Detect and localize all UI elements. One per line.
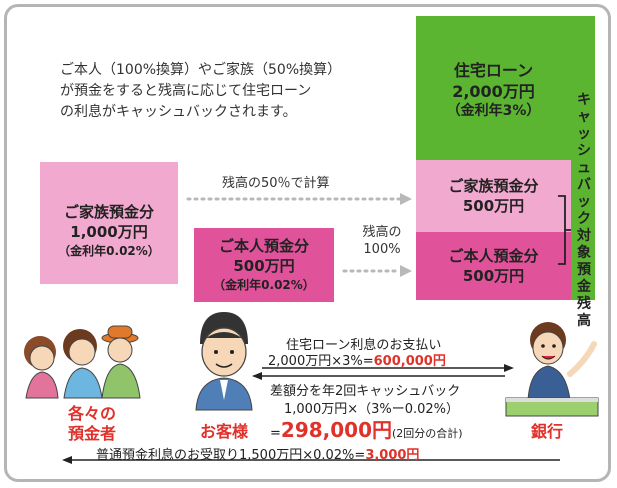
interest-line: 普通預金利息のお受取り1,500万円×0.02%=3,000円 [96,444,419,463]
depositors-label-line1: 各々の [67,404,116,423]
cashback-line3: =298,000円(2回分の合計) [270,414,463,443]
payment-line2: 2,000万円×3%=600,000円 [268,350,446,369]
own-deposit-amount: 500万円 [233,257,295,275]
bank-teller-illustration [505,322,599,417]
home-loan-box: 住宅ローン 2,000万円 （金利年3%） [416,16,571,160]
family-deposit-box: ご家族預金分 1,000万円 （金利年0.02%） [40,162,178,284]
own-deposit-rate: （金利年0.02%） [213,278,315,292]
stack-family-box: ご家族預金分 500万円 [416,160,571,232]
bracket [558,195,571,265]
cashback-arrow [258,368,510,376]
vchar: ッ [577,126,591,142]
calc-100-line2: 100% [363,242,401,257]
vchar: ク [577,211,591,227]
intro-line-2: が預金をすると残高に応じて住宅ローン [60,83,312,99]
interest-arrowhead [62,456,72,464]
stack-family-title: ご家族預金分 [448,177,539,195]
calc-50-label: 残高の50％で計算 [222,176,330,191]
cashback-note: (2回分の合計) [392,427,463,440]
vchar: 金 [577,279,591,295]
cashback-target-label: キ ャ ッ シ ュ バ ッ ク 対 象 預 金 残 高 [573,92,595,330]
calc-100-line1: 残高の [362,225,402,240]
family-deposit-title: ご家族預金分 [63,203,154,221]
payment-value: 600,000円 [373,354,446,369]
loan-title: 住宅ローン [453,61,534,80]
intro-line-1: ご本人（100%換算）やご家族（50%換算） [60,62,342,78]
bank-label: 銀行 [530,422,563,441]
vchar: ッ [577,194,591,210]
stack-family-amount: 500万円 [462,197,525,215]
vchar: ュ [577,160,591,176]
stack-own-box: ご本人預金分 500万円 [416,232,571,300]
loan-amount: 2,000万円 [452,82,535,101]
vchar: 象 [577,245,591,261]
depositors-illustration [24,325,141,399]
depositors-label-line2: 預金者 [67,424,116,443]
customer-label: お客様 [199,422,248,441]
customer-illustration [195,312,253,411]
own-deposit-title: ご本人預金分 [218,237,309,255]
stack-own-amount: 500万円 [462,267,525,285]
interest-formula: 普通預金利息のお受取り1,500万円×0.02%= [96,448,366,463]
intro-line-3: の利息がキャッシュバックされます。 [60,104,297,120]
cashback-arrowhead [252,372,262,380]
family-deposit-amount: 1,000万円 [70,223,148,241]
payment-arrow [262,364,514,372]
vchar: キ [577,92,591,108]
cashback-eq: = [270,426,281,441]
depositors-label: 各々の 預金者 [52,404,132,444]
cashback-line1: 差額分を年2回キャッシュバック [270,384,461,399]
cashback-line2: 1,000万円×（3%ー0.02%） [284,402,460,417]
cashback-target-strip [571,16,595,300]
interest-value: 3,000円 [365,448,420,463]
payment-line1: 住宅ローン利息のお支払い [286,338,442,353]
family-deposit-rate: （金利年0.02%） [58,244,160,258]
stack-own-title: ご本人預金分 [448,247,539,265]
own-deposit-box: ご本人預金分 500万円 （金利年0.02%） [194,228,334,302]
vchar: 対 [577,228,591,244]
vchar: シ [577,143,591,159]
vchar: 高 [577,313,591,329]
loan-rate: （金利年3%） [446,103,541,119]
payment-formula: 2,000万円×3%= [268,354,374,369]
arrow-100 [342,265,412,277]
vchar: 残 [577,296,591,312]
vchar: ャ [577,109,591,125]
vchar: バ [577,177,591,193]
intro-text: ご本人（100%換算）やご家族（50%換算） が預金をすると残高に応じて住宅ロー… [60,60,390,123]
cashback-value: 298,000円 [280,418,392,442]
calc-100-label: 残高の 100% [352,224,412,258]
vchar: 預 [577,262,591,278]
arrow-50 [186,193,412,205]
